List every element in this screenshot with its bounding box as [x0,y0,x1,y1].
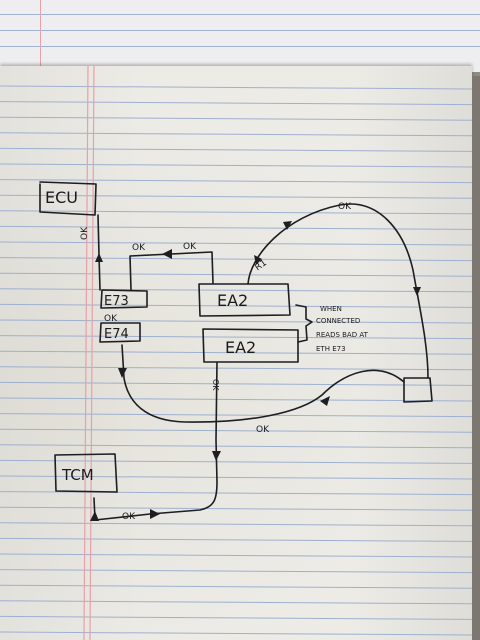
ok-e73-e74-label: OK [104,314,118,324]
ruled-line [0,179,473,184]
tcm-label: TCM [61,466,94,484]
ruled-line [0,335,473,340]
ok-ecu-label: OK [80,226,90,240]
arrow-top-left [162,249,172,259]
ruled-line [0,163,473,168]
ok-ea2-down-label: OK [211,379,220,391]
ruled-line [0,459,473,464]
note-text: WHEN CONNECTED READS BAD AT ETH E73 [316,305,369,353]
ok-tcm-label: OK [122,512,136,522]
back-ruled-line [0,46,480,47]
wire-ea2-arc [247,203,429,379]
ruled-line [0,569,473,574]
ruled-line [0,241,473,246]
back-margin-line [40,0,41,72]
note-line-2: CONNECTED [316,317,360,325]
ruled-line [0,537,473,542]
arrow-ecu [95,253,103,262]
ok-bottom-right-label: OK [256,425,270,435]
tcm-box [54,453,118,493]
note-line-4: ETH E73 [316,345,346,353]
back-ruled-line [0,14,480,15]
ok-arc-label: OK [338,202,352,212]
ea2-bottom-box [202,328,299,363]
wire-ecu-e73 [97,214,101,291]
wire-return-loop [121,344,405,423]
ok-top-right-label: OK [183,242,197,252]
wire-ea2-tcm [93,361,218,521]
ruled-line [0,257,473,262]
arrow-tcm [90,511,99,521]
e74-label: E74 [104,327,129,342]
arrow-top-arc [283,221,292,230]
arrow-bottom [150,509,160,519]
ruled-line [0,288,473,293]
ruled-line [0,506,473,511]
ruled-line [0,444,473,449]
ruled-line [0,85,473,90]
ea2-top-box [198,283,291,317]
ruled-line [0,210,473,215]
ruled-line [0,132,473,137]
ruled-line [0,600,473,605]
ruled-line [0,272,473,277]
ruled-line [0,631,473,636]
arrow-down-tcm [212,451,221,461]
ok-top-left-label: OK [132,243,146,253]
margin-line [83,65,89,640]
ruled-line [0,381,473,386]
ruled-line [0,303,473,308]
ea2-bottom-label: EA2 [225,338,256,357]
ruled-line [0,147,473,152]
ecu-box [39,181,97,216]
arrow-r1 [254,255,262,265]
ruled-line [0,475,473,480]
ruled-line [0,366,473,371]
ruled-line [0,397,473,402]
ruled-line [0,522,473,527]
note-line-3: READS BAD AT [316,331,369,339]
ruled-line [0,225,473,230]
ruled-line [0,584,473,589]
ruled-line [0,319,473,324]
e73-box [100,289,148,309]
ruled-line [0,553,473,558]
ruled-line [0,101,473,106]
ruled-line [0,350,473,355]
arrow-return-right [320,396,330,406]
e74-box [99,322,141,343]
ecu-label: ECU [45,188,78,207]
ea2-top-label: EA2 [217,291,248,310]
arrow-e74 [118,368,127,378]
ruled-line [0,194,473,199]
background-notebook-page [0,0,480,72]
back-ruled-line [0,30,480,31]
ruled-line [0,615,473,620]
note-line-1: WHEN [320,305,342,313]
ruled-line [0,413,473,418]
ruled-line [0,428,473,433]
e73-label: E73 [104,294,129,309]
ruled-line [0,116,473,121]
note-bracket [295,304,313,343]
sheet-edge-shadow [472,76,480,640]
margin-line [89,65,95,640]
right-connector-box [403,377,433,403]
arrow-right-down [413,287,421,296]
